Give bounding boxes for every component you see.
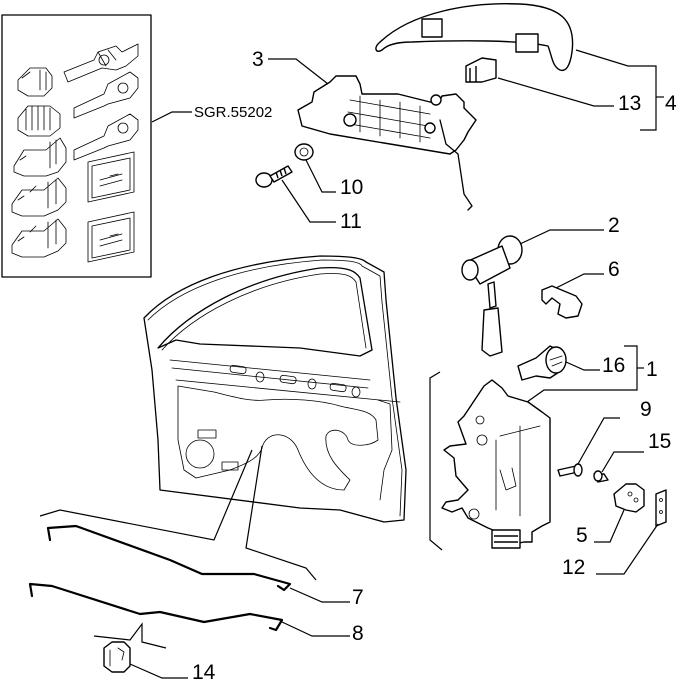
callout-10: 10: [340, 176, 363, 199]
callout-6: 6: [608, 258, 620, 281]
screw: [593, 470, 609, 483]
callout-14: 14: [192, 661, 216, 679]
callout-3: 3: [252, 48, 264, 71]
callout-5-leader: [594, 509, 625, 543]
code-card-icon: [87, 211, 135, 263]
callout-1: 1: [646, 358, 658, 381]
callout-7-leader: [289, 587, 350, 603]
lock-bracket-line: [429, 371, 443, 551]
lock-cylinder-icon: [11, 177, 67, 217]
callout-2: 2: [608, 214, 620, 237]
callout-13: 13: [618, 92, 641, 115]
callout-12-leader: [596, 523, 659, 575]
callout-3-leader: [268, 58, 329, 85]
lock-lever: [517, 345, 567, 381]
key-icon: [63, 43, 139, 83]
callout-7: 7: [352, 586, 364, 609]
callout-5: 5: [576, 524, 588, 547]
callout-1-bracket: [509, 345, 638, 415]
callout-15-leader: [601, 451, 644, 473]
screw: [557, 463, 583, 477]
lock-cylinder-icon: [13, 137, 67, 177]
screw: [255, 165, 293, 188]
key-icon: [73, 113, 139, 161]
callout-4-bracket: [575, 49, 657, 131]
callout-4: 4: [665, 92, 677, 115]
callout-7-leader-lower: [245, 445, 317, 581]
washer: [294, 143, 314, 161]
lock-cylinder-icon: [17, 67, 53, 97]
callout-11: 11: [340, 210, 362, 233]
door-lock: [441, 379, 551, 549]
callout-7-leader-upper: [39, 449, 253, 541]
lock-cylinder-icon: [11, 218, 67, 258]
callout-9-leader: [577, 417, 620, 465]
outer-handle: [375, 3, 574, 72]
retaining-clip: [541, 285, 583, 319]
code-card-icon: [87, 151, 135, 203]
callout-16-leader: [565, 361, 600, 371]
kit-leader-line: [151, 111, 192, 123]
callout-11-leader: [281, 179, 336, 223]
handle-insert: [465, 57, 497, 83]
callout-2-leader: [519, 229, 604, 245]
callout-10-leader: [305, 159, 336, 193]
lock-kit-box: [1, 14, 152, 278]
upper-rod: [46, 524, 292, 592]
kit-reference-label: SGR.55202: [194, 104, 272, 121]
callout-14-leader-upper: [93, 622, 167, 649]
striker: [613, 483, 645, 513]
callout-13-leader: [497, 77, 614, 107]
callout-8: 8: [352, 622, 364, 645]
callout-9: 9: [640, 398, 652, 421]
callout-16: 16: [602, 354, 625, 377]
callout-15: 15: [648, 430, 671, 453]
lower-rod: [28, 582, 284, 632]
handle-bracket: [297, 75, 477, 211]
callout-6-leader: [555, 273, 604, 289]
lock-cylinder-icon: [17, 105, 61, 137]
rod-clip: [103, 641, 131, 673]
callout-14-leader: [129, 663, 188, 679]
key-icon: [73, 71, 139, 119]
door-shell: [143, 255, 407, 523]
shim-plate: [655, 489, 667, 527]
callout-12: 12: [562, 556, 585, 579]
lock-cylinder: [461, 235, 523, 357]
callout-8-leader: [281, 621, 350, 637]
